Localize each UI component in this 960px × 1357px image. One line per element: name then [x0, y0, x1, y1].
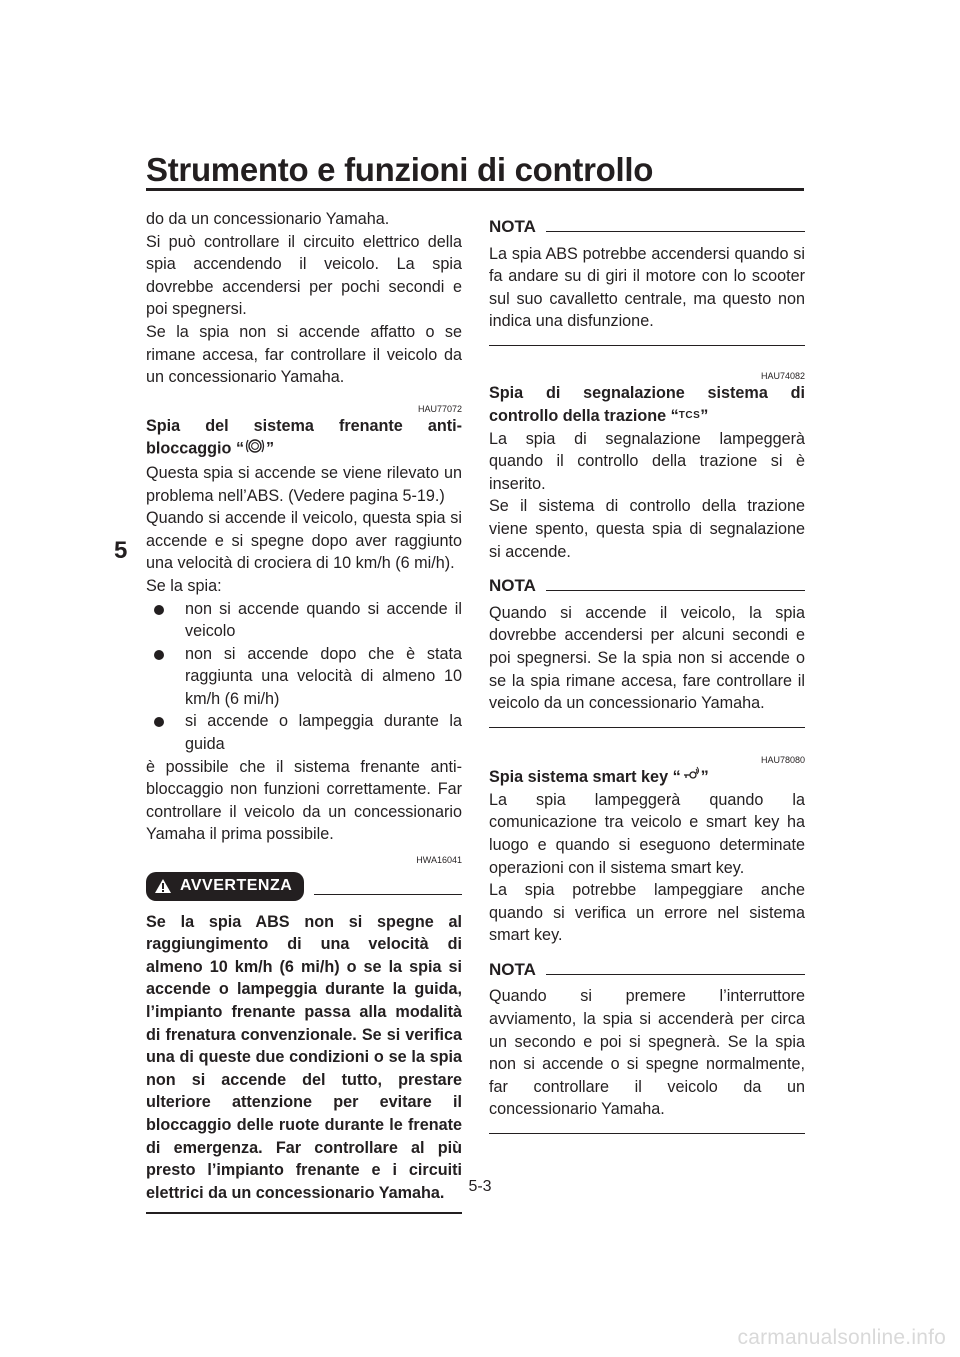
note-1-label: NOTA — [489, 217, 536, 236]
tcs-para-1: La spia di segnalazione lampeggerà quand… — [489, 429, 805, 493]
note-1-body: La spia ABS potrebbe accendersi quando s… — [489, 244, 805, 331]
abs-heading-text: Spia del sistema frenante anti-bloccaggi… — [146, 416, 462, 458]
note-3-body: Quando si premere l’interruttore avviame… — [489, 987, 805, 1119]
note-3-rule — [545, 973, 805, 975]
note-3-end-rule — [489, 1133, 805, 1135]
chapter-tab: 5 — [114, 537, 128, 564]
abs-heading: Spia del sistema frenante anti-bloccaggi… — [146, 415, 462, 462]
note-2-body: Quando si accende il veicolo, la spia do… — [489, 603, 805, 713]
abs-heading-close: ” — [266, 439, 275, 458]
abs-code: HAU77072 — [417, 403, 462, 414]
intro-line-1: do da un concessionario Yamaha. — [146, 210, 390, 228]
note-2-end-rule — [489, 726, 805, 728]
list-item: non si accende quando si accende il veic… — [146, 598, 462, 643]
smartkey-heading: Spia sistema smart key “ ” — [489, 766, 805, 789]
note-1-header: NOTA — [489, 216, 805, 239]
tcs-heading-close: ” — [700, 406, 709, 425]
left-column: do da un concessionario Yamaha. Si può c… — [146, 208, 462, 1215]
abs-para-2: Quando si accende il veicolo, questa spi… — [146, 509, 462, 573]
title-rule — [146, 188, 804, 191]
warning-body: Se la spia ABS non si spegne al raggiung… — [146, 912, 462, 1202]
abs-bullet-list: non si accende quando si accende il veic… — [146, 598, 462, 756]
bullet-icon — [154, 717, 164, 728]
tcs-para-2: Se il sistema di controllo della trazion… — [489, 497, 805, 561]
smartkey-heading-close: ” — [700, 767, 709, 786]
note-3-header: NOTA — [489, 959, 805, 982]
tcs-code: HAU74082 — [760, 370, 805, 381]
page-number: 5-3 — [468, 1178, 492, 1195]
warning-badge: AVVERTENZA — [146, 872, 305, 901]
tcs-heading: Spia di segnalazione sistema di controll… — [489, 382, 805, 428]
page-title: Strumento e funzioni di controllo — [146, 151, 654, 188]
smartkey-para-1: La spia lampeggerà quando la comunicazio… — [489, 790, 805, 877]
warning-end-rule — [146, 1212, 462, 1215]
note-2-rule — [545, 589, 805, 591]
warning-label: AVVERTENZA — [180, 877, 293, 895]
smartkey-para-2: La spia potrebbe lampeggiare anche quand… — [489, 881, 805, 945]
warning-triangle-icon — [155, 879, 171, 894]
warning-header: AVVERTENZA — [146, 872, 462, 901]
list-item: non si accende dopo che è stata raggiunt… — [146, 643, 462, 711]
smart-key-icon — [681, 766, 701, 789]
note-2-header: NOTA — [489, 575, 805, 598]
abs-para-3: Se la spia: — [146, 576, 222, 595]
smartkey-code: HAU78080 — [760, 754, 805, 765]
warning-code: HWA16041 — [416, 855, 462, 866]
smartkey-heading-text: Spia sistema smart key “ — [489, 767, 681, 786]
note-1-rule — [545, 230, 805, 232]
warning-rule — [314, 893, 462, 895]
abs-para-4: è possibile che il sistema frenante anti… — [146, 757, 462, 844]
abs-icon — [244, 437, 266, 462]
watermark: carmanualsonline.info — [737, 1326, 946, 1349]
abs-para-1: Questa spia si accende se viene rilevato… — [146, 463, 462, 505]
list-item: si accende o lampeggia durante la guida — [146, 710, 462, 755]
tcs-icon: TCS — [678, 409, 701, 421]
note-2-label: NOTA — [489, 576, 536, 596]
right-column: NOTA La spia ABS potrebbe accendersi qua… — [489, 216, 805, 1135]
note-1-end-rule — [489, 344, 805, 346]
bullet-icon — [154, 604, 164, 615]
note-3-label: NOTA — [489, 959, 536, 979]
bullet-icon — [154, 649, 164, 660]
intro-line-3: Se la spia non si accende affatto o se r… — [146, 322, 462, 387]
tcs-heading-text: Spia di segnalazione sistema di controll… — [489, 383, 805, 425]
intro-line-2: Si può controllare il circuito elettrico… — [146, 232, 462, 319]
